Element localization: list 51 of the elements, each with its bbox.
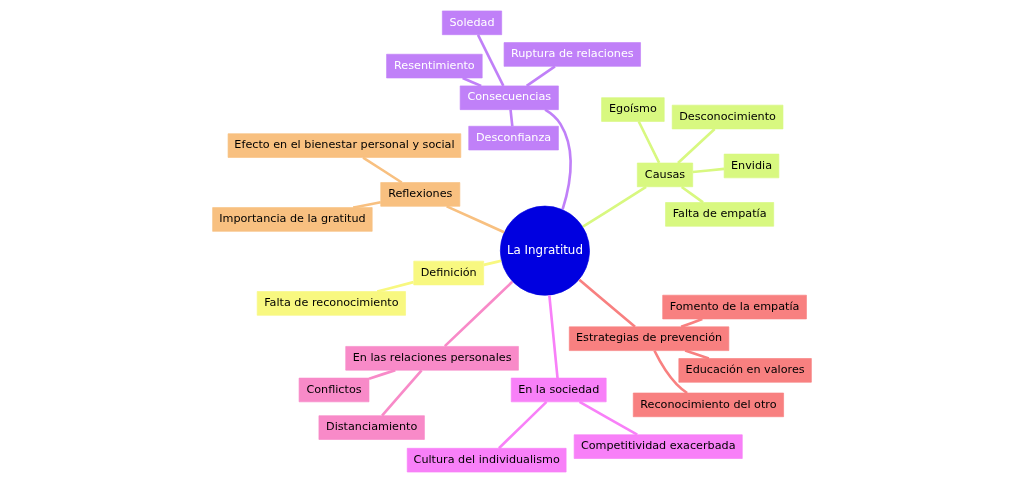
node-box: Competitividad exacerbada: [573, 434, 743, 459]
connector: [677, 128, 716, 164]
connector: [352, 200, 381, 209]
node-box: Importancia de la gratitud: [212, 207, 373, 232]
connector: [637, 120, 661, 164]
connector: [582, 185, 647, 228]
node-box: Consecuencias: [459, 85, 559, 110]
connector: [578, 278, 636, 328]
node-box: Egoísmo: [601, 97, 665, 122]
connector: [548, 295, 559, 379]
connector: [509, 109, 514, 127]
connector: [544, 108, 572, 210]
node-box: Envidia: [723, 153, 780, 179]
connector: [525, 65, 556, 87]
node-box: Soledad: [442, 10, 502, 35]
connector: [692, 167, 725, 174]
connector: [368, 368, 396, 380]
connector: [578, 400, 638, 436]
connector: [376, 280, 414, 293]
node-box: Resentimiento: [386, 53, 483, 79]
node-box: Distanciamiento: [318, 415, 425, 440]
node-box: Falta de empatía: [665, 202, 774, 227]
connector: [680, 185, 704, 204]
node-box: Reflexiones: [380, 182, 461, 207]
node-circle: La Ingratitud: [500, 205, 590, 296]
node-box: Educación en valores: [678, 358, 812, 383]
node-box: Efecto en el bienestar personal y social: [227, 133, 462, 158]
node-box: Estrategias de prevención: [568, 326, 730, 351]
node-box: Causas: [637, 162, 694, 188]
node-box: Cultura del individualismo: [406, 448, 567, 473]
connector: [680, 317, 703, 329]
node-box: Falta de reconocimiento: [256, 291, 406, 316]
connector: [684, 349, 710, 360]
node-box: Conflictos: [298, 377, 370, 403]
connector: [443, 280, 514, 348]
node-box: En las relaciones personales: [345, 346, 519, 371]
connector: [446, 205, 505, 234]
connector: [381, 369, 423, 417]
node-box: Ruptura de relaciones: [503, 42, 641, 67]
node-box: Reconocimiento del otro: [632, 392, 784, 418]
connector: [462, 76, 482, 88]
connector: [476, 34, 505, 87]
node-box: En la sociedad: [510, 377, 607, 403]
node-box: Definición: [413, 260, 484, 286]
connector: [498, 400, 548, 450]
connector: [483, 259, 502, 267]
node-box: Fomento de la empatía: [662, 294, 807, 320]
node-box: Desconfianza: [468, 125, 559, 151]
connector: [362, 156, 403, 184]
node-box: Desconocimiento: [671, 104, 784, 130]
connector: [653, 350, 688, 395]
